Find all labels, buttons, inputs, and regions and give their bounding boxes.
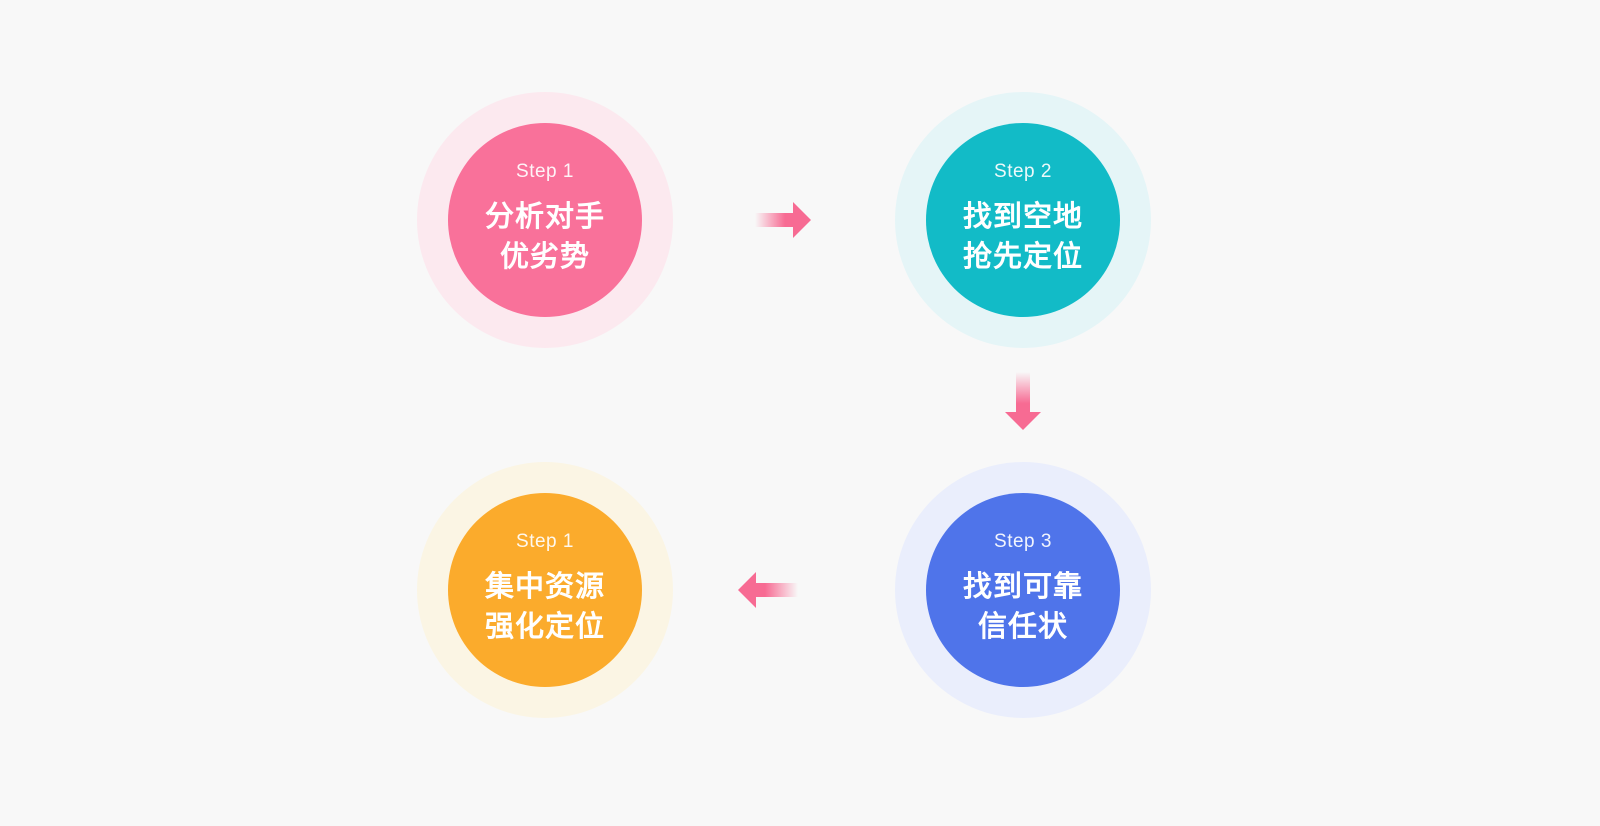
step-4-title-line-1: 集中资源 [484, 569, 605, 603]
step-2-title-line-1: 找到空地 [962, 199, 1083, 233]
step-4-title-line-2: 强化定位 [484, 609, 605, 643]
step-1-title-line-2: 优劣势 [499, 239, 590, 273]
step-1-circle: Step 1 分析对手 优劣势 [417, 92, 673, 348]
step-4-inner: Step 1 集中资源 强化定位 [448, 493, 642, 687]
step-2-circle: Step 2 找到空地 抢先定位 [895, 92, 1151, 348]
step-1-label: Step 1 [516, 161, 574, 182]
step-3-circle: Step 3 找到可靠 信任状 [895, 462, 1151, 718]
step-3-inner: Step 3 找到可靠 信任状 [926, 493, 1120, 687]
arrow-right-icon [755, 202, 811, 238]
step-3-title-line-1: 找到可靠 [962, 569, 1083, 603]
step-4-circle: Step 1 集中资源 强化定位 [417, 462, 673, 718]
step-3-label: Step 3 [994, 531, 1052, 552]
step-2-inner: Step 2 找到空地 抢先定位 [926, 123, 1120, 317]
step-2-label: Step 2 [994, 161, 1052, 182]
step-3-title-line-2: 信任状 [977, 609, 1068, 643]
step-2-title-line-2: 抢先定位 [962, 239, 1083, 273]
arrow-left-icon [738, 572, 798, 608]
arrow-down-icon [1005, 372, 1041, 430]
step-1-inner: Step 1 分析对手 优劣势 [448, 123, 642, 317]
step-4-label: Step 1 [516, 531, 574, 552]
step-1-title-line-1: 分析对手 [484, 199, 605, 233]
